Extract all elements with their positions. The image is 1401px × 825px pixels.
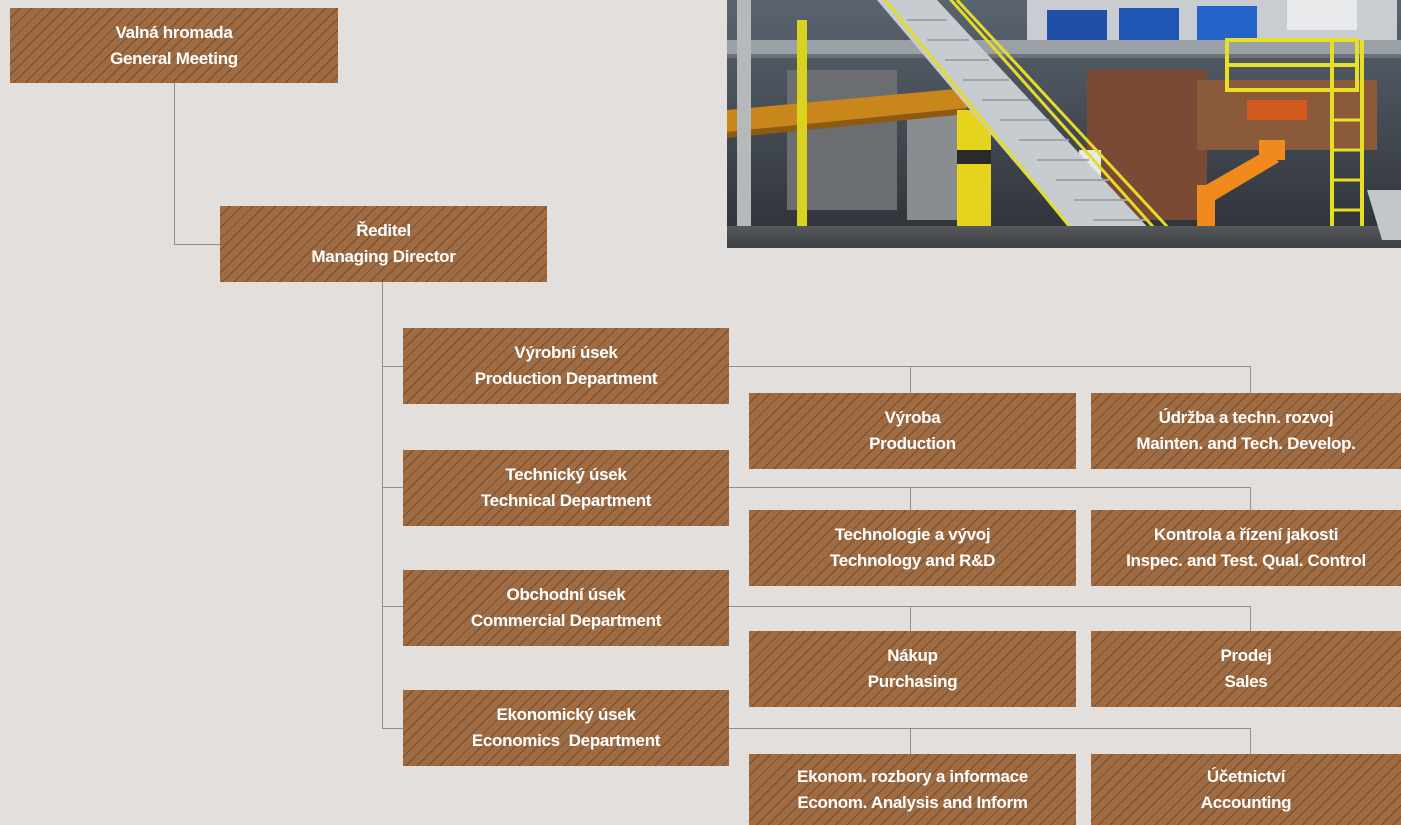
- node-label-cz: Ekonomický úsek: [496, 705, 636, 724]
- node-production: Výroba Production: [749, 393, 1076, 469]
- connector-line: [174, 244, 221, 245]
- node-maintenance: Údržba a techn. rozvoj Mainten. and Tech…: [1091, 393, 1401, 469]
- connector-line: [382, 282, 383, 729]
- connector-line: [382, 487, 404, 488]
- node-label-en: Managing Director: [311, 247, 456, 266]
- node-label-cz: Ekonom. rozbory a informace: [797, 766, 1028, 786]
- connector-line: [1250, 487, 1251, 510]
- connector-line: [1250, 606, 1251, 631]
- node-label-en: Accounting: [1200, 792, 1292, 812]
- node-general-meeting: Valná hromada General Meeting: [10, 8, 338, 83]
- node-label-cz: Technický úsek: [505, 465, 627, 484]
- node-label-en: Inspec. and Test. Qual. Control: [1126, 551, 1366, 570]
- node-label-en: Technology and R&D: [829, 551, 996, 570]
- node-label-cz: Kontrola a řízení jakosti: [1153, 525, 1339, 544]
- connector-line: [382, 366, 404, 367]
- node-label-cz: Prodej: [1220, 646, 1272, 665]
- node-purchasing: Nákup Purchasing: [749, 631, 1076, 707]
- node-label-en: Production: [869, 434, 956, 453]
- node-technical-department: Technický úsek Technical Department: [403, 450, 729, 526]
- connector-line: [910, 487, 911, 510]
- node-label-en: Commercial Department: [470, 611, 662, 630]
- node-label-en: Econom. Analysis and Inform: [797, 792, 1028, 812]
- factory-photo: [727, 0, 1401, 248]
- node-label-cz: Výrobní úsek: [514, 343, 618, 362]
- node-label-en: Technical Department: [480, 491, 652, 510]
- connector-line: [382, 606, 404, 607]
- node-sales: Prodej Sales: [1091, 631, 1401, 707]
- node-label-en: General Meeting: [110, 48, 238, 68]
- node-label-en: Production Department: [474, 369, 658, 388]
- node-label-en: Purchasing: [867, 672, 958, 691]
- node-accounting: Účetnictví Accounting: [1091, 754, 1401, 825]
- node-label-cz: Účetnictví: [1206, 766, 1286, 786]
- node-label-cz: Údržba a techn. rozvoj: [1158, 408, 1334, 427]
- node-commercial-department: Obchodní úsek Commercial Department: [403, 570, 729, 646]
- node-economics-department: Ekonomický úsek Economics Department: [403, 690, 729, 766]
- node-label-cz: Výroba: [884, 408, 941, 427]
- node-label-cz: Valná hromada: [115, 22, 233, 42]
- node-technology: Technologie a vývoj Technology and R&D: [749, 510, 1076, 586]
- connector-line: [729, 728, 1251, 729]
- connector-line: [910, 728, 911, 754]
- connector-line: [729, 487, 1251, 488]
- node-economic-analysis: Ekonom. rozbory a informace Econom. Anal…: [749, 754, 1076, 825]
- node-label-en: Sales: [1224, 672, 1268, 691]
- node-label-cz: Ředitel: [356, 221, 411, 240]
- connector-line: [910, 606, 911, 631]
- node-label-en: Economics Department: [471, 731, 661, 750]
- connector-line: [382, 728, 404, 729]
- node-label-cz: Obchodní úsek: [506, 585, 626, 604]
- node-managing-director: Ředitel Managing Director: [220, 206, 547, 282]
- connector-line: [910, 366, 911, 393]
- node-label-cz: Technologie a vývoj: [834, 525, 991, 544]
- node-production-department: Výrobní úsek Production Department: [403, 328, 729, 404]
- connector-line: [174, 83, 175, 245]
- node-label-cz: Nákup: [887, 646, 938, 665]
- connector-line: [729, 366, 1251, 367]
- connector-line: [1250, 728, 1251, 754]
- node-quality-control: Kontrola a řízení jakosti Inspec. and Te…: [1091, 510, 1401, 586]
- connector-line: [729, 606, 1251, 607]
- connector-line: [1250, 366, 1251, 393]
- node-label-en: Mainten. and Tech. Develop.: [1136, 434, 1356, 453]
